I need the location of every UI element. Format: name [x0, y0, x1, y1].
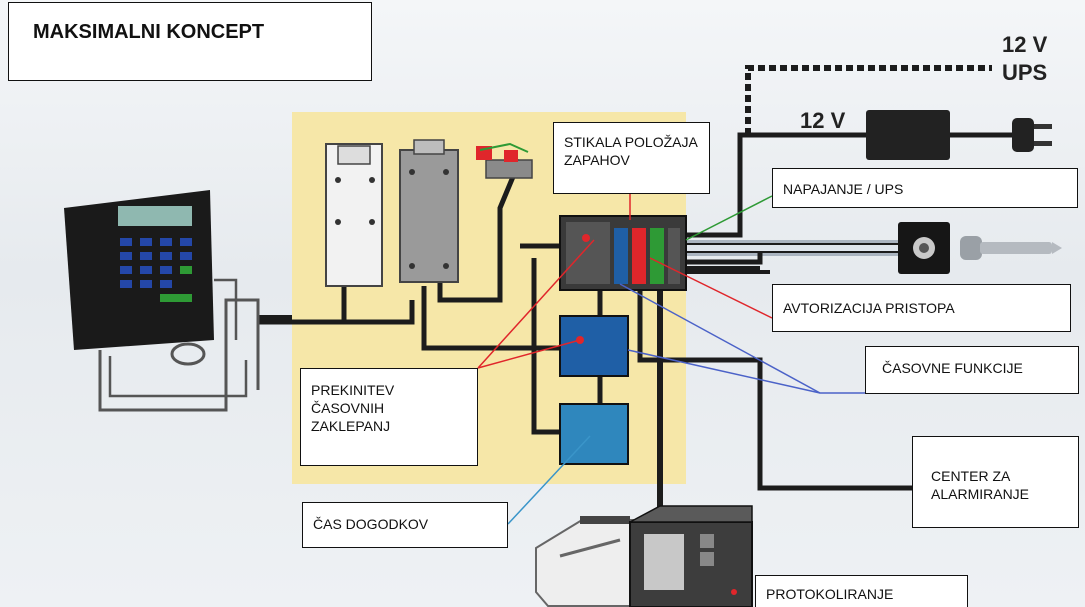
- ups-label: UPS: [1002, 60, 1048, 85]
- device-lock-2: [399, 139, 459, 283]
- module-blue: [559, 315, 629, 377]
- label-avtorizacija-pristopa: AVTORIZACIJA PRISTOPA: [772, 284, 1071, 332]
- leader-casovne: [627, 349, 821, 394]
- power-adapter: [866, 110, 950, 160]
- device-sensor: [476, 142, 533, 179]
- leader-casovne-2: [619, 283, 865, 394]
- leader-prekinitev: [477, 239, 595, 369]
- controller-unit: [559, 215, 687, 291]
- page-title: MAKSIMALNI KONCEPT: [8, 2, 372, 81]
- device-lock-1: [325, 143, 383, 287]
- leader-cas-dogodkov: [507, 435, 591, 525]
- label-protokoliranje: PROTOKOLIRANJE: [755, 575, 968, 607]
- label-center-za-alarmiranje: CENTER ZA ALARMIRANJE: [912, 436, 1079, 528]
- leader-avtorizacija: [649, 257, 773, 319]
- module-cyan: [559, 403, 629, 465]
- leader-prekinitev-2: [477, 339, 581, 369]
- key-icon: [960, 236, 1062, 260]
- label-prekinitev-casovnih-zaklepanj: PREKINITEV ČASOVNIH ZAKLEPANJ: [300, 368, 478, 466]
- leader-napajanje: [685, 195, 773, 241]
- protocol-unit: [629, 505, 753, 607]
- supply-voltage-label: 12 V: [800, 108, 846, 133]
- ups-voltage-label: 12 V: [1002, 32, 1048, 57]
- plug-icon: [1012, 118, 1052, 152]
- label-napajanje-ups: NAPAJANJE / UPS: [772, 168, 1078, 208]
- label-stikala-polozaja-zapahov: STIKALA POLOŽAJA ZAPAHOV: [553, 122, 710, 194]
- label-casovne-funkcije: ČASOVNE FUNKCIJE: [865, 346, 1079, 394]
- keypad-terminal: [64, 190, 260, 412]
- ups-dotted-line: [745, 65, 992, 135]
- label-cas-dogodkov: ČAS DOGODKOV: [302, 502, 508, 548]
